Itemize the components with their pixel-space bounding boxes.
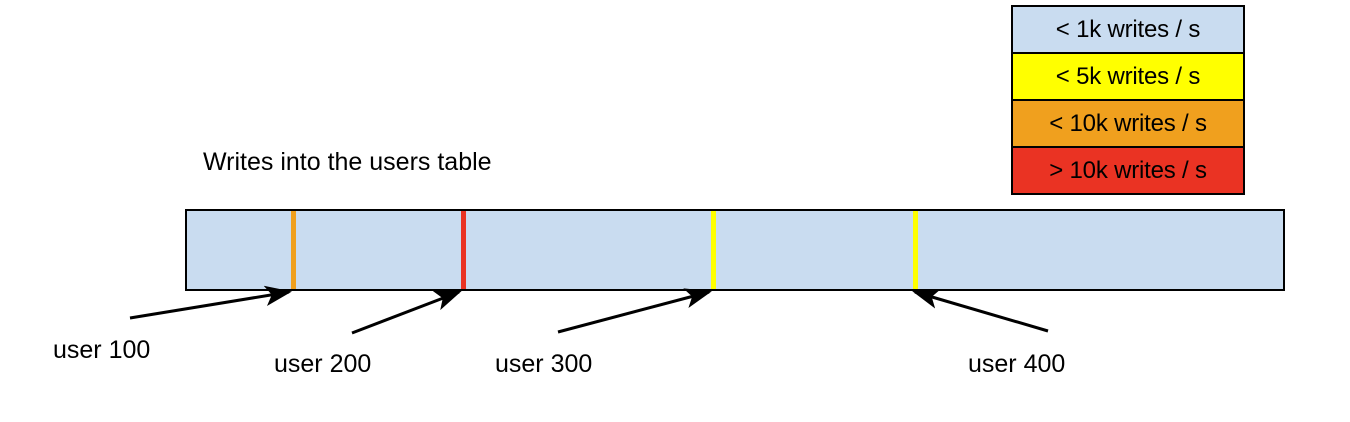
user-200-marker — [461, 211, 466, 289]
legend-label-4: > 10k writes / s — [1049, 156, 1207, 184]
label-user-400: user 400 — [968, 350, 1066, 378]
label-user-200: user 200 — [274, 350, 372, 378]
legend-row-1: < 1k writes / s — [1013, 7, 1243, 54]
label-user-300: user 300 — [495, 350, 593, 378]
arrow-user-400 — [912, 288, 1049, 333]
legend-row-3: < 10k writes / s — [1013, 101, 1243, 148]
diagram-caption: Writes into the users table — [203, 148, 492, 176]
legend-label-2: < 5k writes / s — [1055, 62, 1201, 90]
arrow-user-300 — [557, 288, 712, 334]
arrow-user-200 — [351, 290, 462, 335]
user-300-marker — [711, 211, 716, 289]
legend-label-3: < 10k writes / s — [1049, 109, 1207, 137]
label-user-100: user 100 — [53, 336, 151, 364]
user-100-marker — [291, 211, 296, 289]
arrow-user-100 — [129, 285, 292, 320]
legend-label-1: < 1k writes / s — [1055, 15, 1201, 43]
legend-row-4: > 10k writes / s — [1013, 148, 1243, 193]
legend-row-2: < 5k writes / s — [1013, 54, 1243, 101]
users-table-bar — [185, 209, 1285, 291]
legend: < 1k writes / s < 5k writes / s < 10k wr… — [1011, 5, 1245, 195]
user-400-marker — [913, 211, 918, 289]
